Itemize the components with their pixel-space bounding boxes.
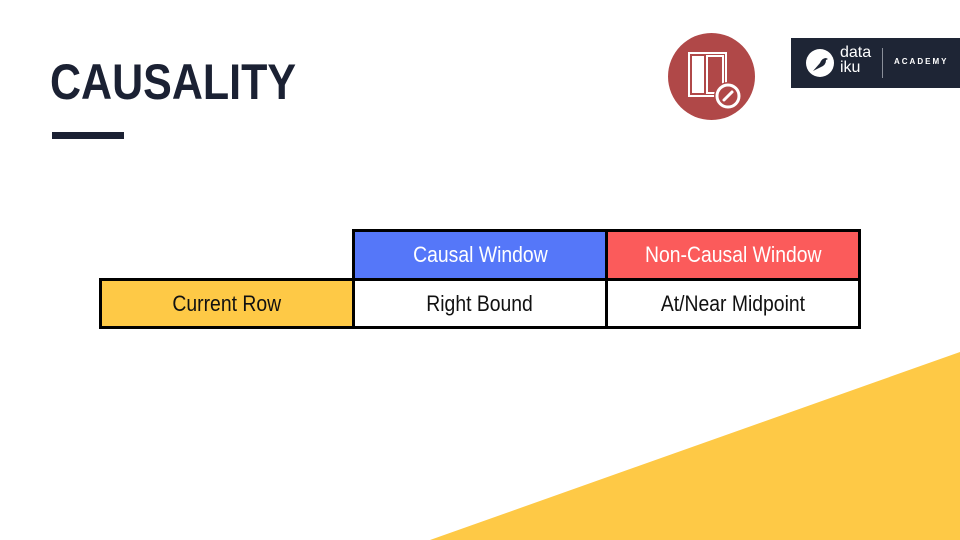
cell-causal-value: Right Bound [352,278,608,329]
logo-separator [882,48,883,78]
row-label-text: Current Row [172,290,282,316]
header-noncausal-window: Non-Causal Window [605,229,861,281]
row-label-current-row: Current Row [99,278,355,329]
logo-wordmark: data iku [840,44,872,76]
window-recipe-icon [668,33,755,120]
header-noncausal-label: Non-Causal Window [644,242,822,267]
logo-academy-label: ACADEMY [894,57,949,66]
dataiku-academy-logo: data iku ACADEMY [791,38,960,88]
cell-causal-text: Right Bound [426,290,534,316]
header-causal-label: Causal Window [412,242,548,267]
logo-word-iku: iku [840,59,861,76]
cell-noncausal-value: At/Near Midpoint [605,278,861,329]
header-causal-window: Causal Window [352,229,608,281]
page-title: CAUSALITY [50,54,297,110]
title-underline [52,132,124,139]
bird-icon [806,49,834,77]
cell-noncausal-text: At/Near Midpoint [660,290,806,316]
logo-word-data: data [840,44,872,61]
